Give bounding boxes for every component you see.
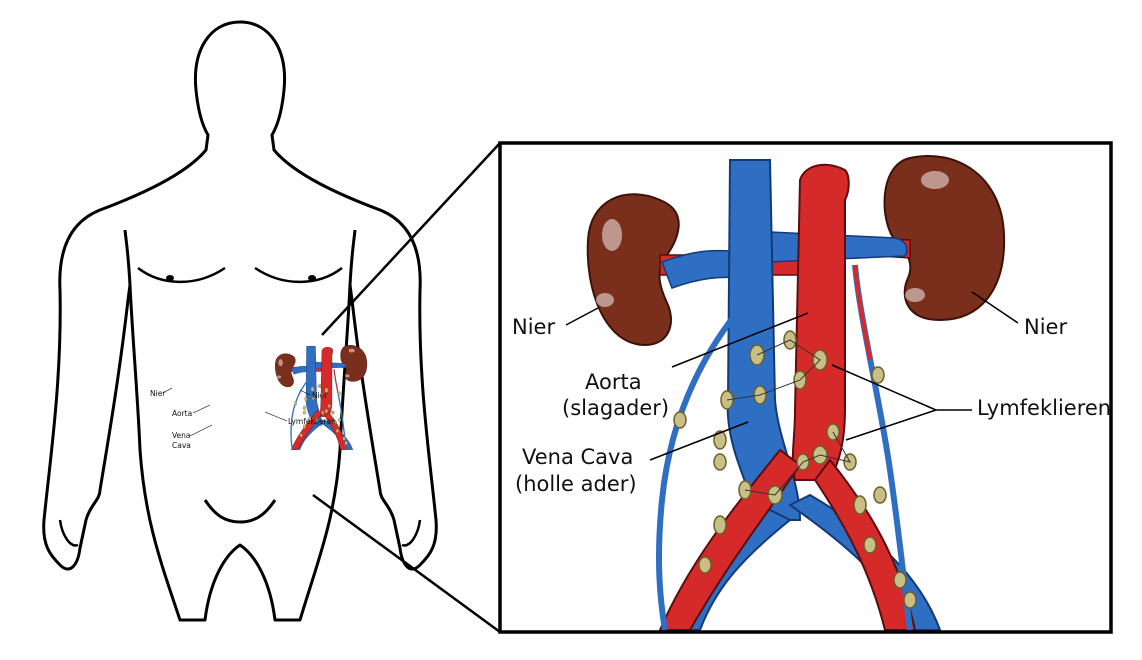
right-hand-outline: [401, 519, 422, 547]
detail-box-frame: [498, 141, 1113, 634]
body-label-lymph-nodes: Lymfeklieren: [288, 417, 336, 426]
body-outline: [42, 20, 438, 622]
detail-leader-lines: [565, 291, 1019, 461]
pelvis-outline: [203, 499, 277, 524]
body-leader-lines: [162, 387, 311, 437]
left-nipple: [166, 275, 174, 281]
body-label-vena-cava-line1: Vena: [172, 431, 191, 440]
label-vena-cava-line2: (holle ader): [515, 472, 637, 496]
label-kidney-left: Nier: [512, 315, 555, 339]
right-nipple: [308, 275, 316, 281]
body-label-aorta: Aorta: [172, 409, 192, 418]
label-vena-cava-line1: Vena Cava: [522, 445, 633, 469]
label-kidney-right: Nier: [1024, 315, 1067, 339]
left-hand-outline: [58, 519, 79, 547]
detail-anatomy: [588, 156, 1004, 630]
label-lymph-nodes: Lymfeklieren: [977, 396, 1111, 420]
zoom-line-bottom: [312, 493, 501, 634]
torso-right-line: [348, 229, 357, 286]
right-pectoral-line: [254, 266, 343, 284]
body-label-kidney-right: Nier: [312, 391, 328, 400]
left-pectoral-line: [137, 266, 226, 284]
zoom-line-top: [321, 142, 501, 336]
label-aorta-line1: Aorta: [585, 370, 642, 394]
torso-left-line: [123, 229, 132, 286]
label-aorta-line2: (slagader): [562, 396, 669, 420]
body-label-kidney-left: Nier: [150, 389, 166, 398]
body-label-vena-cava-line2: Cava: [172, 441, 191, 450]
